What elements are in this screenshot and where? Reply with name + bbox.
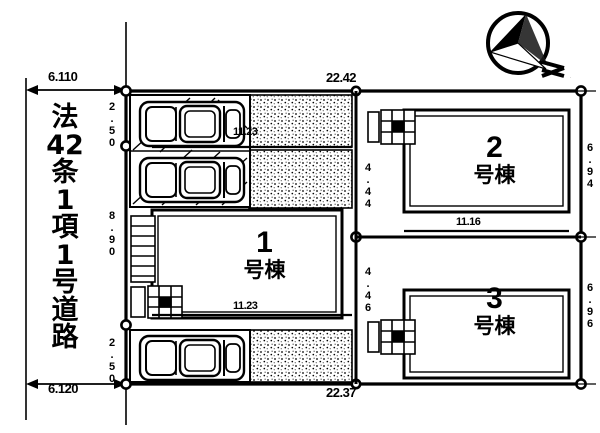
building-number-3: 3: [486, 282, 503, 315]
road-char: 路: [51, 322, 79, 354]
dimension-mid-bottom: 4.46: [362, 266, 374, 314]
road-designation-label: 法 42 条 1 項 1 号 道 路: [34, 104, 96, 352]
road-char: 項: [51, 212, 79, 244]
road-char: 道: [51, 294, 79, 326]
north-arrow-icon: N: [484, 6, 584, 84]
car-plan-icon: [138, 100, 246, 148]
road-char: 号: [51, 267, 79, 299]
road-char: 42: [46, 129, 84, 161]
stairs-icon: [130, 215, 156, 283]
compass-label: N: [570, 77, 571, 79]
dimension-left-bottom: 2.50: [106, 337, 118, 385]
dimension-road-width-top: 6.110: [48, 69, 78, 84]
dimension-left-top: 2.50: [106, 101, 118, 149]
dimension-house1-top: 11.23: [233, 126, 258, 138]
building-number-1: 1: [256, 226, 273, 259]
building-label-3: 3 号棟: [437, 283, 552, 338]
dimension-right-top: 6.94: [584, 142, 596, 190]
building-number-2: 2: [486, 131, 503, 164]
entrance-grid-icon: [367, 319, 416, 355]
dimension-site-top: 22.42: [326, 70, 357, 85]
building-suffix-1: 号棟: [243, 257, 286, 282]
dimension-right-bottom: 6.96: [584, 282, 596, 330]
road-char: 法: [51, 102, 79, 133]
car-plan-icon: [138, 334, 246, 382]
dimension-house2-width: 11.16: [456, 216, 481, 228]
building-suffix-2: 号棟: [473, 162, 516, 187]
dimension-mid-top: 4.44: [362, 162, 374, 210]
building-label-2: 2 号棟: [437, 132, 552, 187]
car-plan-icon: [138, 156, 246, 204]
building-suffix-3: 号棟: [473, 313, 516, 338]
dimension-house1-bottom: 11.23: [233, 300, 258, 312]
road-char: 1: [55, 239, 75, 271]
entrance-grid-icon: [367, 109, 416, 145]
dimension-left-middle: 8.90: [106, 210, 118, 258]
road-char: 条: [51, 157, 79, 189]
road-char: 1: [55, 184, 75, 216]
dimension-site-bottom: 22.37: [326, 385, 357, 400]
dimension-road-width-bottom: 6.120: [48, 381, 79, 396]
building-label-1: 1 号棟: [207, 227, 322, 282]
entrance-grid-icon: [130, 285, 183, 319]
